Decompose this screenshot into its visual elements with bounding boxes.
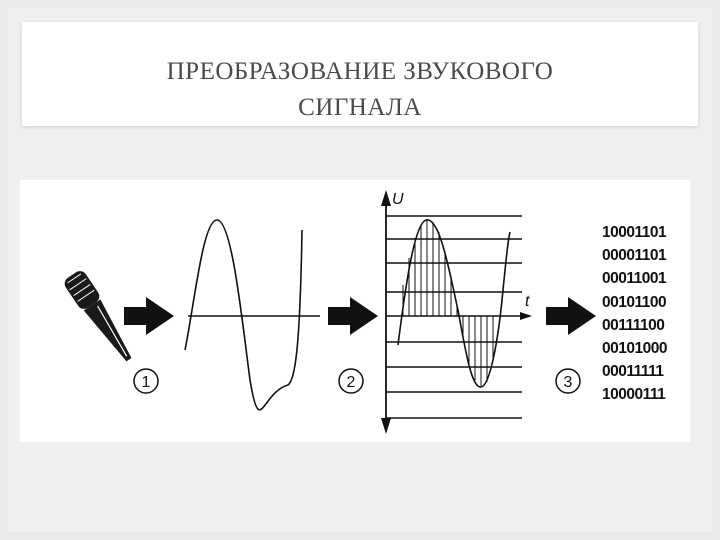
y-axis-arrow-up xyxy=(381,190,391,206)
slide-title-line-1: ПРЕОБРАЗОВАНИЕ ЗВУКОВОГО xyxy=(166,58,554,85)
binary-code: 00111100 xyxy=(602,316,665,334)
y-axis-label: U xyxy=(392,191,404,208)
binary-code: 00011111 xyxy=(602,363,664,381)
binary-code-list: 10001101 00001101 00011001 00101100 0011… xyxy=(602,221,686,407)
step-1-label: 1 xyxy=(142,374,151,391)
slide-title-line-2: СИГНАЛА xyxy=(298,94,422,121)
title-box: ПРЕОБРАЗОВАНИЕ ЗВУКОВОГО СИГНАЛА xyxy=(22,22,698,126)
diagram-canvas: 1 2 U xyxy=(64,190,596,434)
sampled-sine-wave xyxy=(397,219,511,388)
binary-code: 00011001 xyxy=(602,270,667,288)
arrow-right-icon xyxy=(546,297,596,335)
binary-code: 00001101 xyxy=(602,247,667,265)
arrow-right-icon xyxy=(124,297,174,335)
step-2-label: 2 xyxy=(347,374,356,391)
step-3-label: 3 xyxy=(564,374,573,391)
x-axis-label: t xyxy=(525,293,530,310)
binary-code: 10001101 xyxy=(602,224,667,241)
slide-title: ПРЕОБРАЗОВАНИЕ ЗВУКОВОГО СИГНАЛА xyxy=(22,54,698,126)
analog-sine-wave xyxy=(184,219,303,411)
binary-code: 10000111 xyxy=(602,386,666,404)
x-axis-arrow xyxy=(520,312,532,320)
step-2-circle: 2 xyxy=(338,368,364,394)
sound-conversion-diagram: 1 2 U xyxy=(20,180,690,442)
binary-code: 00101000 xyxy=(602,340,667,358)
step-1-circle: 1 xyxy=(133,368,159,394)
microphone-icon xyxy=(64,271,132,362)
binary-code: 00101100 xyxy=(602,293,667,311)
arrow-right-icon xyxy=(328,297,378,335)
step-3-circle: 3 xyxy=(555,368,581,394)
y-axis-arrow-down xyxy=(381,418,391,434)
sampled-signal-graph: U t xyxy=(381,190,532,434)
analog-signal-graph xyxy=(184,219,320,411)
sample-lines xyxy=(402,220,494,386)
